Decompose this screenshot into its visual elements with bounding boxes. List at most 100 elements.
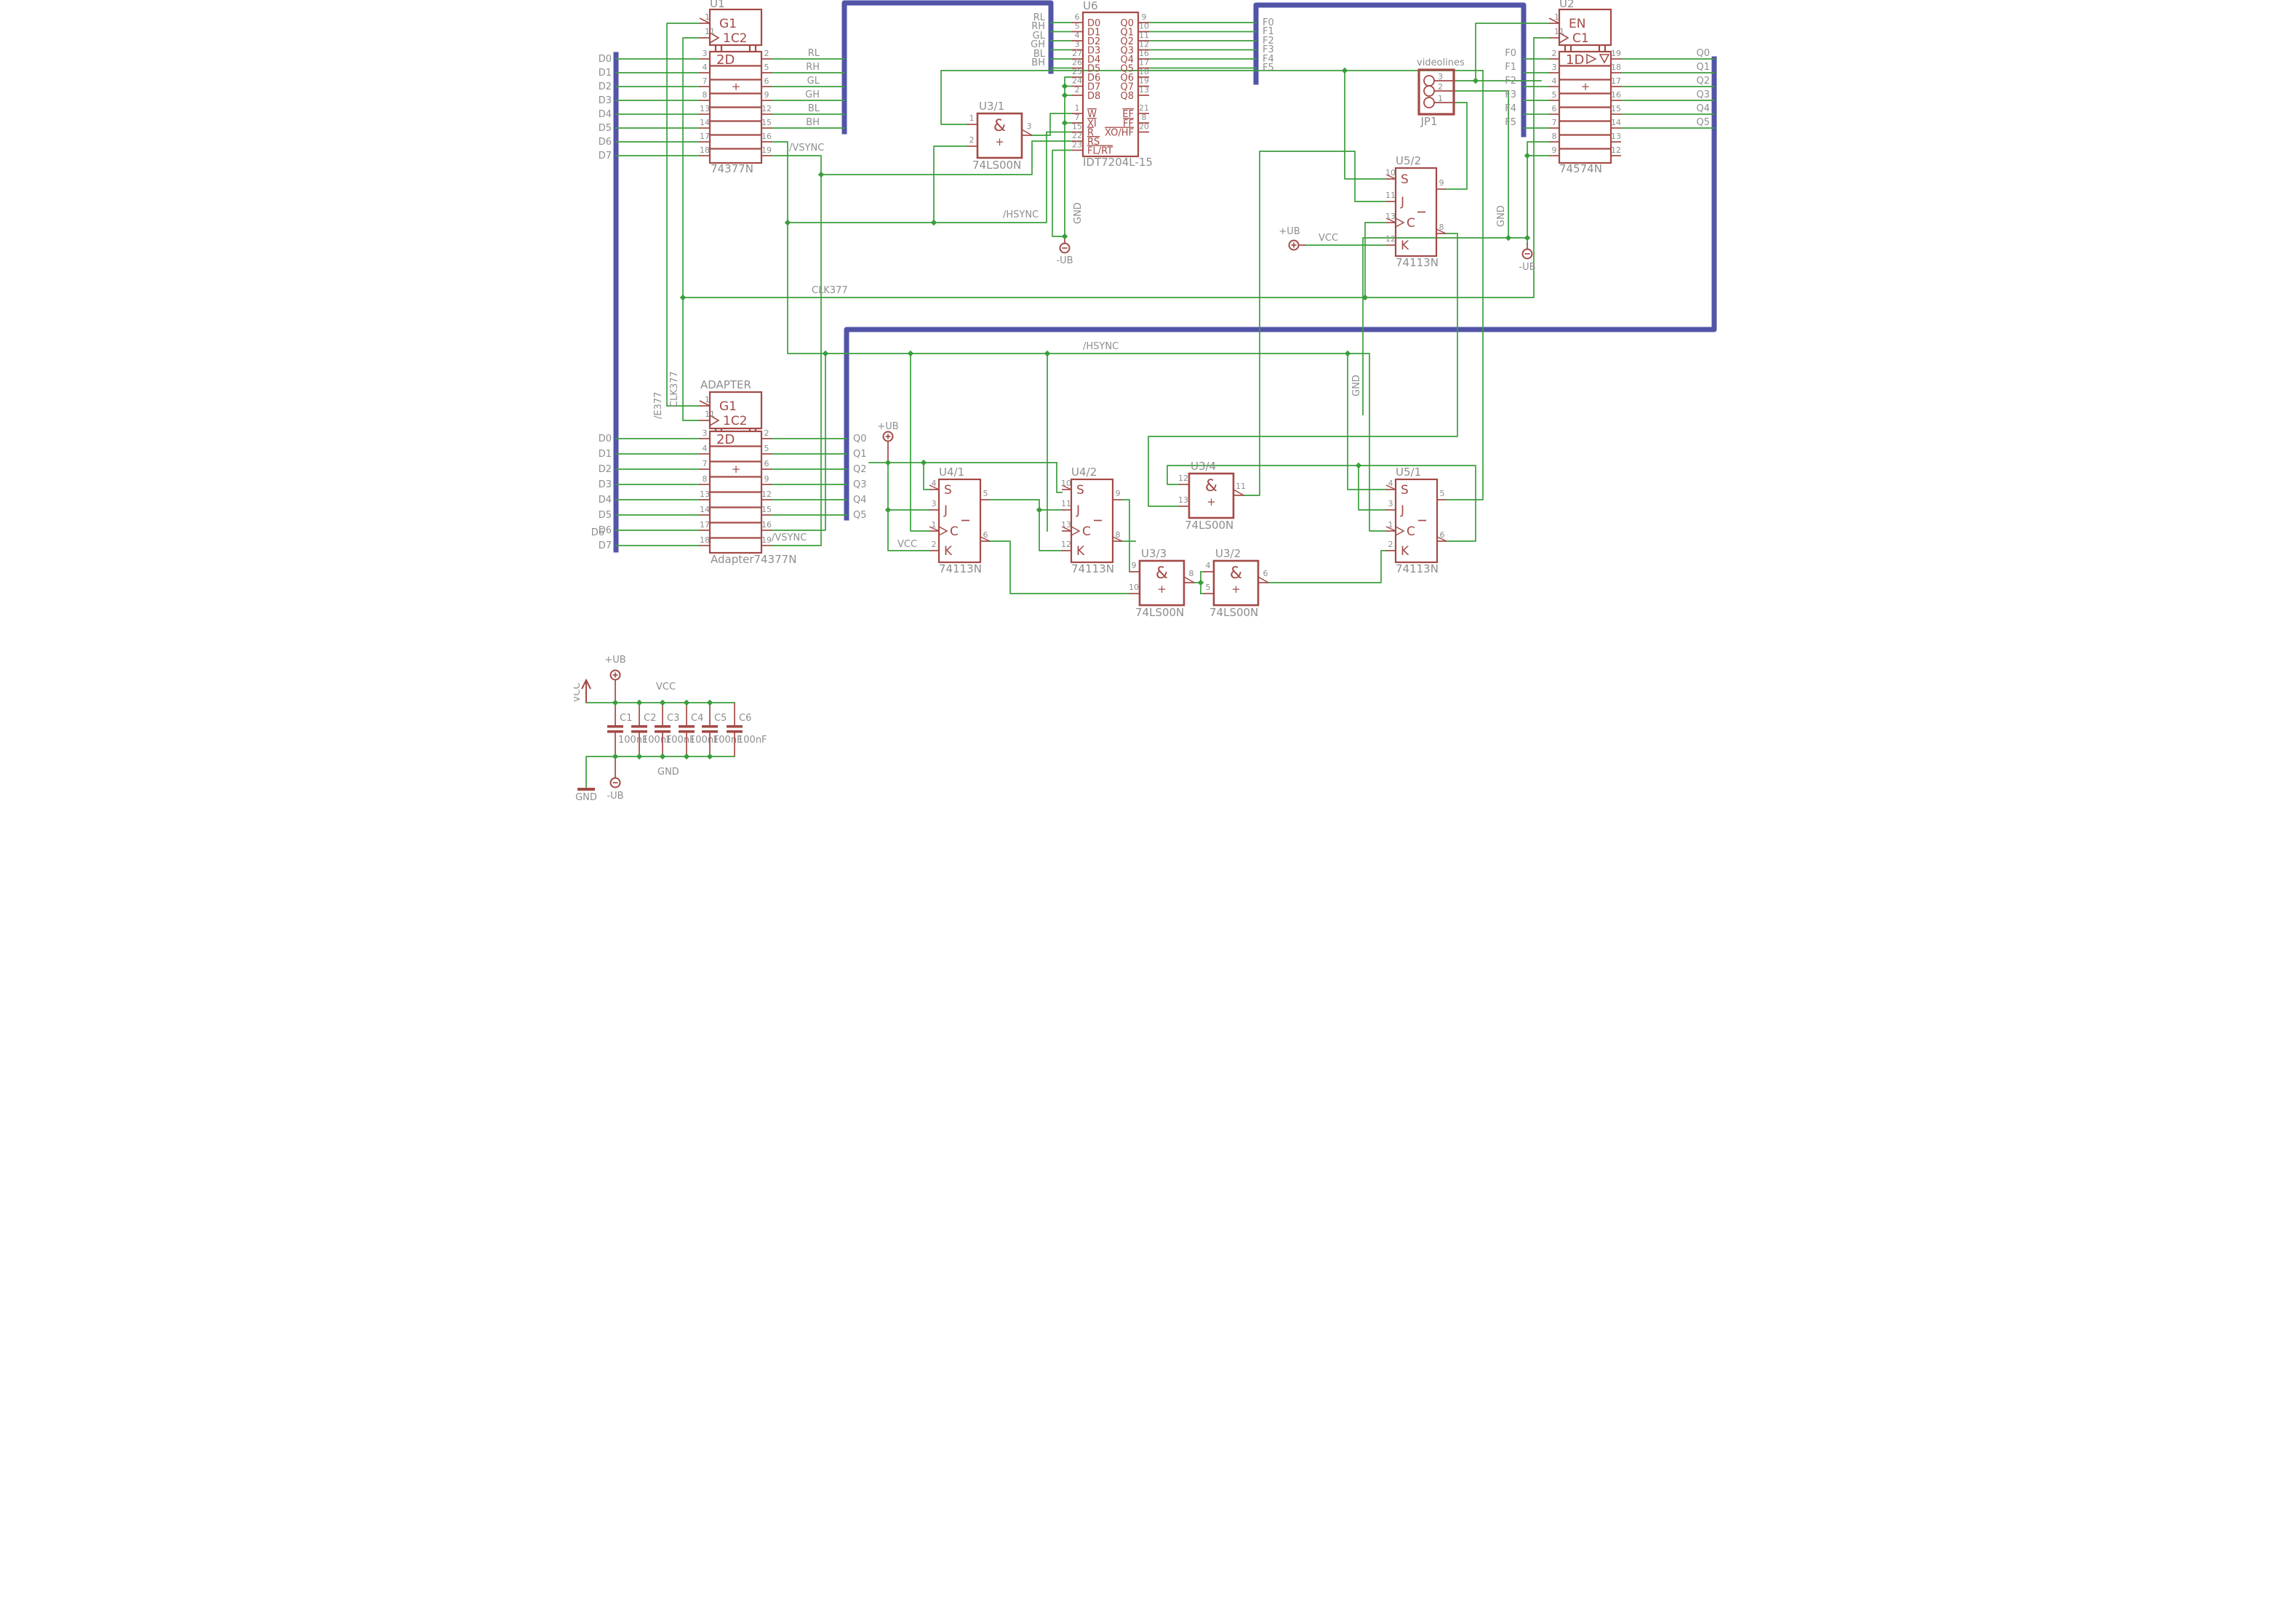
wire[interactable]	[771, 155, 822, 546]
invert-wedge	[1183, 576, 1195, 583]
pin-number: 10	[1061, 479, 1071, 488]
pin-number: 19	[1139, 76, 1149, 86]
wire[interactable]	[1446, 70, 1484, 500]
pin-number: 2	[1552, 49, 1557, 58]
pin-number: 6	[764, 76, 769, 86]
wire[interactable]	[1445, 102, 1468, 190]
clock-wedge	[1559, 32, 1569, 44]
pin-number: 8	[703, 474, 708, 484]
pin-number: 25	[1072, 67, 1082, 76]
wire[interactable]	[1052, 149, 1073, 237]
vcc-arrowhead-icon	[581, 678, 591, 690]
refdes: U2	[1559, 0, 1575, 10]
wire[interactable]	[989, 540, 1130, 594]
junction-dot	[920, 459, 927, 466]
cap-ref: C2	[644, 713, 656, 724]
wire[interactable]	[1031, 113, 1073, 136]
wire[interactable]	[1453, 90, 1509, 239]
net-label-f4: F4	[1263, 54, 1274, 65]
pin-number: 24	[1072, 76, 1082, 86]
net-label-vsync: /VSYNC	[789, 143, 824, 153]
wire[interactable]	[933, 145, 968, 223]
wire[interactable]	[1362, 237, 1528, 415]
wire[interactable]	[1148, 233, 1458, 507]
wire[interactable]	[1347, 353, 1387, 490]
plus-supply-icon	[609, 669, 621, 681]
wire[interactable]	[682, 37, 700, 421]
wire[interactable]	[940, 70, 1484, 125]
pin-number: 2	[969, 135, 975, 145]
pin-number: 7	[1075, 113, 1080, 122]
wire[interactable]	[1064, 76, 1073, 237]
net-label-q1: Q1	[1696, 62, 1710, 73]
net-label-f2: F2	[1505, 76, 1516, 87]
wire[interactable]	[1121, 499, 1130, 572]
junction-dot	[822, 350, 829, 357]
wire[interactable]	[1268, 550, 1387, 583]
wire[interactable]	[787, 131, 1073, 223]
invert-wedge	[1021, 129, 1033, 136]
value: IDT7204L-15	[1083, 156, 1153, 169]
wire[interactable]	[1243, 151, 1387, 496]
pin-number: 12	[1178, 474, 1188, 483]
pin-number: 27	[1072, 49, 1082, 58]
wire[interactable]	[771, 141, 1387, 532]
net-label-f1: F1	[1263, 26, 1274, 37]
wire[interactable]	[820, 140, 1073, 175]
wire[interactable]	[682, 37, 1550, 298]
wire[interactable]	[1364, 222, 1387, 298]
wire[interactable]	[1056, 462, 1063, 493]
net-label-gh: GH	[1031, 39, 1045, 50]
pin-number: 11	[1236, 482, 1246, 491]
bus[interactable]	[844, 56, 1717, 521]
component-u6-fifo[interactable]: 6D05D14D23D327D426D525D624D72D81W7XI15R2…	[1072, 0, 1153, 169]
wire[interactable]	[1475, 23, 1550, 81]
refdes: U3/4	[1191, 460, 1216, 473]
wire[interactable]	[887, 462, 930, 551]
bus[interactable]	[1253, 2, 1527, 137]
wire[interactable]	[1358, 465, 1387, 511]
wire[interactable]	[910, 353, 930, 532]
bus[interactable]	[841, 0, 1054, 135]
pin-number: 4	[1206, 561, 1211, 570]
cap-plate	[631, 730, 647, 733]
wire[interactable]	[989, 499, 1063, 551]
net-label-gh: GH	[805, 89, 820, 100]
pin-number: 11	[705, 27, 715, 36]
net-label-q4: Q4	[1696, 103, 1710, 114]
pin-number: 20	[1139, 122, 1149, 132]
wire[interactable]	[923, 462, 930, 490]
net-label-d1: D1	[599, 68, 612, 79]
wire[interactable]	[771, 353, 826, 531]
pin-number: 18	[1139, 67, 1149, 76]
refdes: U3/3	[1141, 547, 1167, 560]
net-label-q0: Q0	[853, 434, 867, 444]
jk-box	[1070, 478, 1114, 564]
invert-wedge	[1385, 174, 1396, 180]
junction-dot	[1044, 350, 1051, 357]
wire[interactable]	[1344, 70, 1387, 180]
junction-dot	[1061, 92, 1068, 99]
row0-label: 1D	[1566, 52, 1584, 68]
pin-number: 17	[1139, 58, 1149, 68]
wire[interactable]	[1167, 465, 1476, 542]
wire[interactable]	[1527, 141, 1550, 244]
